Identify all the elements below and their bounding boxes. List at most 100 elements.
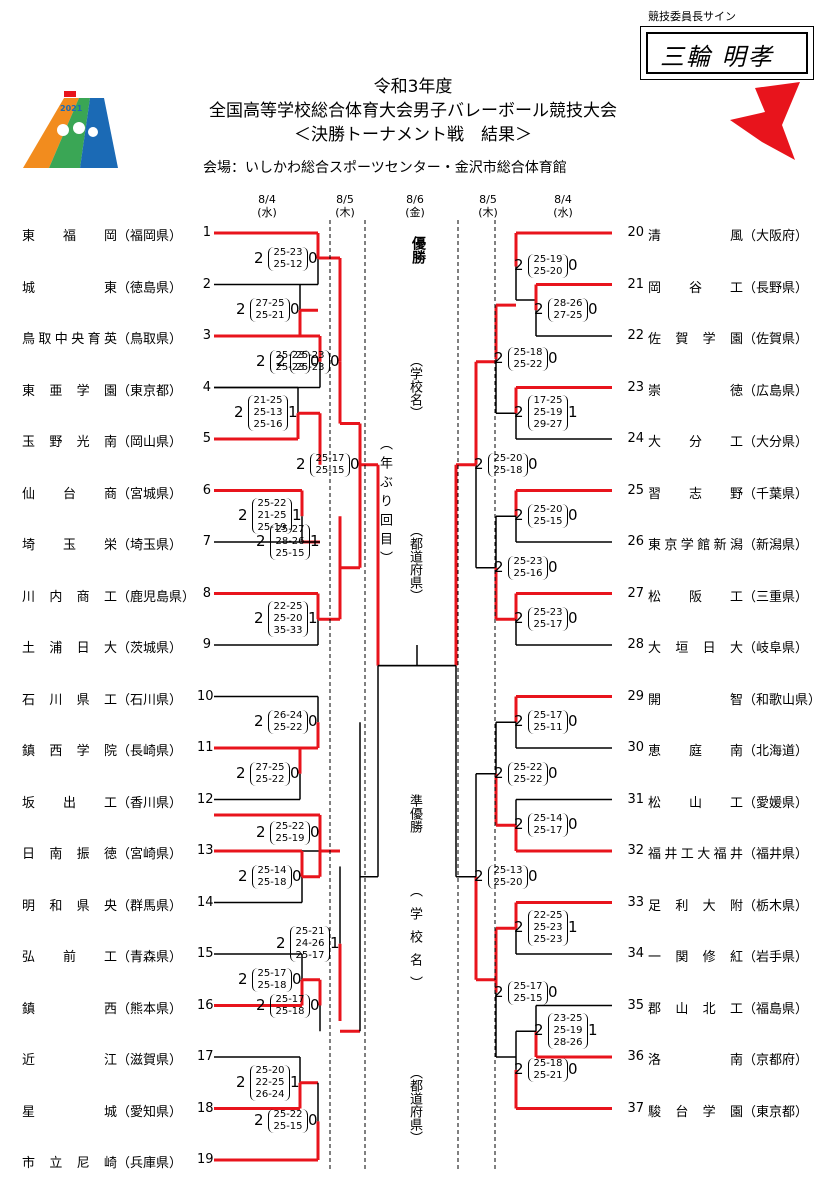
sets-lost: 0 [548,349,558,368]
team-prefecture: （福井県） [743,847,809,862]
set-score: 25-15 [533,516,563,528]
sets-won: 2 [494,557,504,576]
team-prefecture: （茨城県） [117,641,183,656]
date-l1: 8/4(水) [257,193,277,219]
team-prefecture: （石川県） [117,692,183,708]
set-score: 25-17 [315,452,345,464]
sets-won: 2 [514,256,524,275]
team-prefecture: （佐賀県） [743,332,809,347]
sets-won: 2 [236,300,246,319]
sets-lost: 0 [528,454,538,473]
team-prefecture: （愛媛県） [743,795,809,811]
team-number: 1 [202,225,211,240]
sets-won: 2 [236,1072,246,1091]
set-score: 25-18 [257,876,287,888]
set-score: 25-19 [275,832,305,844]
team-prefecture: （岐阜県） [743,641,809,656]
team-number: 28 [627,637,644,652]
team-number: 23 [627,379,644,395]
team-name: 市立尼崎 [22,1156,117,1171]
team-prefecture: （東京都） [743,1104,809,1120]
sets-won: 2 [514,609,524,628]
team-name: 星城 [22,1104,117,1120]
set-score: 25-20 [493,452,523,464]
sets-won: 2 [254,609,264,628]
set-score: 26-24 [273,710,303,722]
sets-won: 2 [474,866,484,885]
sets-lost: 0 [290,763,300,782]
set-score: 25-20 [273,613,303,625]
set-score: 25-18 [493,464,523,476]
team-number: 12 [197,791,214,807]
team-number: 2 [202,276,211,292]
team-name: 一関修紅 [648,950,743,965]
sets-lost: 0 [350,454,360,473]
team-number: 35 [627,997,644,1013]
set-score: 23-25 [553,1013,583,1025]
sets-lost: 0 [308,248,318,267]
date-r2: 8/5(木) [478,193,498,219]
set-score: 25-22 [273,1109,303,1121]
set-score: 25-22 [275,820,305,832]
sets-lost: 1 [288,403,298,422]
sets-won: 2 [514,918,524,937]
runnerup-school: （学校名） [407,883,422,999]
set-score: 25-17 [295,949,325,961]
sets-won: 2 [236,763,246,782]
team-prefecture: （京都府） [743,1053,809,1068]
set-score: 25-17 [257,967,287,979]
team-number: 8 [202,585,211,601]
team-number: 9 [202,637,211,652]
team-name: 明和県央 [22,898,117,914]
sets-won: 2 [296,454,306,473]
venue: 会場：いしかわ総合スポーツセンター・金沢市総合体育館 [203,160,567,176]
set-score: 25-17 [533,825,563,837]
set-score: 25-23 [295,361,325,373]
team-name: 川内商工 [22,589,117,605]
team-prefecture: （愛知県） [117,1104,183,1120]
team-prefecture: （福岡県） [117,229,183,244]
set-score: 25-23 [533,934,563,946]
team-number: 30 [627,740,644,755]
set-score: 25-15 [275,548,305,559]
set-score: 25-12 [273,258,303,270]
team-prefecture: （北海道） [743,744,809,759]
team-name: 石川県工 [22,692,117,708]
set-score: 29-27 [533,419,563,431]
sets-lost: 0 [292,969,302,988]
set-score: 21-25 [253,395,283,407]
sets-won: 2 [256,822,266,841]
team-prefecture: （宮城県） [117,486,183,502]
sets-won: 2 [276,933,286,952]
team-name: 松阪工 [648,589,743,605]
team-number: 5 [202,431,211,446]
team-number: 22 [627,328,644,343]
team-number: 34 [627,946,644,961]
sets-won: 2 [494,349,504,368]
sets-won: 2 [534,1021,544,1040]
signature-box [646,32,808,74]
team-name: 東亜学園 [22,383,117,399]
team-prefecture: （福島県） [743,1001,809,1017]
title-subtitle: ＜決勝トーナメント戦 結果＞ [294,125,532,145]
team-name: 福井工大福井 [648,847,743,862]
set-score: 17-25 [533,395,563,407]
sets-lost: 0 [290,300,300,319]
set-score: 25-23 [273,246,303,258]
years-count: （年ぶり回目） [377,436,392,570]
runnerup-label: 準優勝 [407,793,422,833]
team-prefecture: （大阪府） [743,229,809,244]
sets-lost: 0 [588,300,598,319]
